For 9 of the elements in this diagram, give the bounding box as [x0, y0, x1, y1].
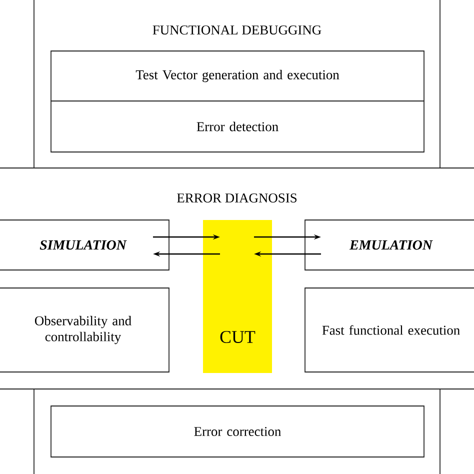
panel [34, 388, 440, 474]
process-box: Fast functional execution [304, 288, 474, 372]
process-box: SIMULATION [0, 220, 170, 270]
process-box: Observability and controllability [0, 288, 170, 372]
cut-block: CUT [203, 220, 272, 373]
process-box: EMULATION [304, 220, 474, 270]
process-box: Error correction [50, 406, 424, 458]
process-box: Test Vector generation and execution [50, 50, 424, 102]
process-box: Error detection [50, 100, 424, 152]
